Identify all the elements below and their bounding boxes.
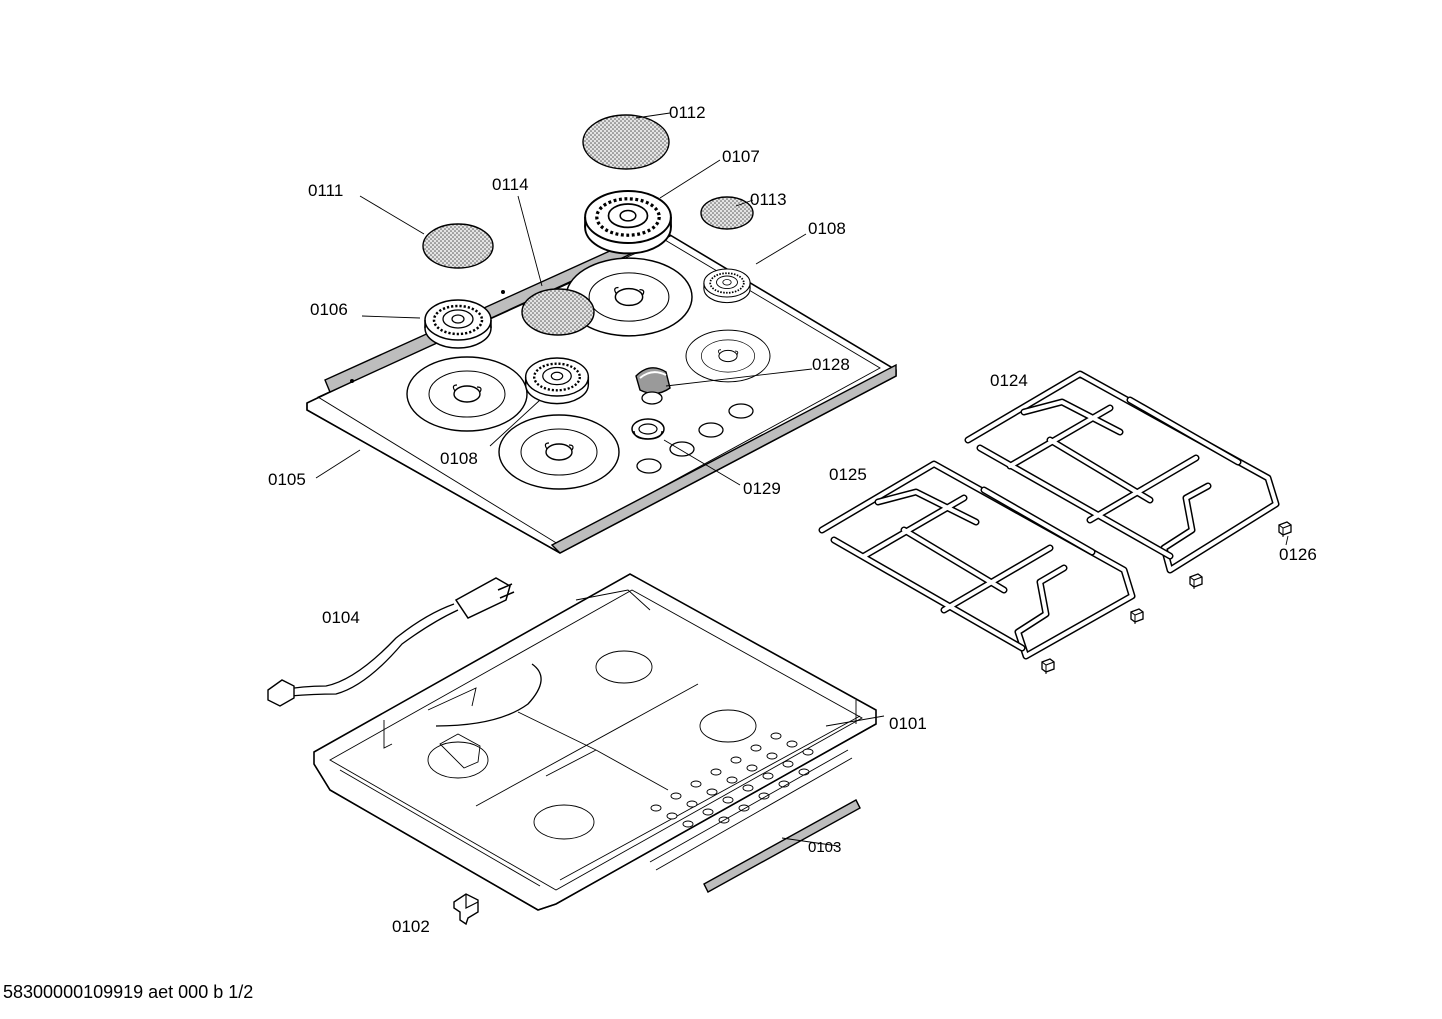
label-0112: 0112: [669, 103, 706, 122]
bracket-0102: [453, 893, 479, 926]
label-0101: 0101: [889, 714, 927, 733]
label-0124: 0124: [990, 371, 1028, 390]
cap-0113: [700, 196, 754, 230]
cap-0111: [422, 223, 494, 269]
knob-0128: [635, 367, 671, 405]
power-cable-0104: [267, 577, 515, 707]
label-0108-top: 0108: [808, 219, 846, 238]
label-0104: 0104: [322, 608, 360, 627]
label-0114: 0114: [492, 175, 529, 194]
label-0125: 0125: [829, 465, 867, 484]
label-0103: 0103: [808, 839, 841, 856]
seal-strip-0103: [703, 799, 861, 893]
grate-0124: [964, 370, 1280, 574]
label-0129: 0129: [743, 479, 781, 498]
label-0126: 0126: [1279, 545, 1317, 564]
leader-lines: [315, 112, 1289, 847]
cooktop-top-panel: [306, 225, 897, 554]
bottom-tray-0101: [313, 573, 877, 911]
grate-0125: [818, 460, 1136, 660]
label-0128: 0128: [812, 355, 850, 374]
part-labels: 0112 0107 0111 0114 0113 0108 0106 0128 …: [268, 103, 1317, 936]
burner-0108-top: [703, 268, 751, 304]
label-0108-front: 0108: [440, 449, 478, 468]
label-0102: 0102: [392, 917, 430, 936]
label-0107: 0107: [722, 147, 760, 166]
label-0106: 0106: [310, 300, 348, 319]
burner-0107: [583, 189, 673, 256]
cap-0114: [521, 288, 595, 336]
label-0113: 0113: [750, 190, 787, 209]
vent-holes: [650, 732, 814, 828]
label-0111: 0111: [308, 181, 343, 200]
knob-ring-0129: [631, 418, 665, 440]
document-footer: 58300000109919 aet 000 b 1/2: [3, 982, 253, 1002]
cap-0112: [582, 114, 670, 170]
label-0105: 0105: [268, 470, 306, 489]
burner-0106: [423, 298, 493, 350]
burner-0108-front: [524, 356, 590, 405]
